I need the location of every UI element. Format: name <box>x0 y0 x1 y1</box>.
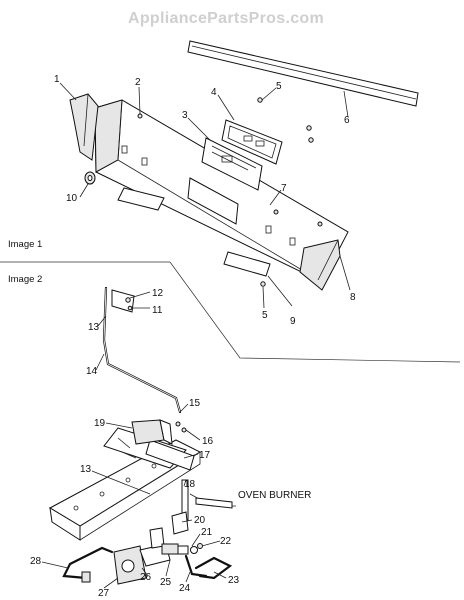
callout-labels: 1 2 3 4 5 6 7 8 9 5 10 11 12 13 14 15 16… <box>30 74 356 599</box>
part-right-end-cap <box>299 239 341 291</box>
callout-22: 22 <box>220 536 232 547</box>
callout-14: 14 <box>86 366 98 377</box>
callout-24: 24 <box>179 583 191 594</box>
part-control-panel <box>94 99 349 283</box>
callout-9: 9 <box>290 316 296 327</box>
part-u-tube <box>194 556 233 580</box>
callout-27: 27 <box>98 588 110 599</box>
part-gas-valve <box>113 527 171 585</box>
callout-26: 26 <box>140 572 152 583</box>
section-label-image-2: Image 2 <box>8 274 42 285</box>
callout-6: 6 <box>344 115 350 126</box>
callout-25: 25 <box>160 577 172 588</box>
callout-16: 16 <box>202 436 214 447</box>
callout-17: 17 <box>199 450 211 461</box>
part-left-end-cap <box>69 93 99 161</box>
part-burner-fitting <box>171 479 236 535</box>
leader-lines-image-1 <box>59 82 461 363</box>
callout-18: 18 <box>184 479 196 490</box>
leader-lines-image-2 <box>41 291 227 589</box>
part-gas-tube <box>102 286 182 414</box>
callout-19: 19 <box>94 418 106 429</box>
watermark-text: AppliancePartsPros.com <box>128 10 324 27</box>
callout-4: 4 <box>211 87 217 98</box>
callout-1: 1 <box>54 74 60 85</box>
section-label-image-1: Image 1 <box>8 239 42 250</box>
callout-13b: 13 <box>80 464 92 475</box>
part-control-board <box>201 137 263 191</box>
callout-11: 11 <box>152 305 163 316</box>
callout-8: 8 <box>350 292 356 303</box>
callout-5a: 5 <box>276 81 282 92</box>
part-lower-tube <box>62 546 114 583</box>
callout-7: 7 <box>281 183 287 194</box>
part-safety-valve <box>131 419 187 445</box>
callout-20: 20 <box>194 515 206 526</box>
callout-10: 10 <box>66 193 78 204</box>
callout-12: 12 <box>152 288 164 299</box>
callout-21: 21 <box>201 527 213 538</box>
part-grommet <box>84 171 96 185</box>
part-brackets <box>117 187 271 277</box>
callout-15: 15 <box>189 398 201 409</box>
callout-23: 23 <box>228 575 240 586</box>
callout-3: 3 <box>182 110 188 121</box>
callout-13a: 13 <box>88 322 100 333</box>
part-screws <box>257 97 314 287</box>
callout-2: 2 <box>135 77 141 88</box>
part-valve-plate <box>103 427 195 471</box>
part-tube-bracket <box>111 289 135 313</box>
part-trim-strip <box>187 40 419 107</box>
part-clock-module <box>221 119 283 165</box>
callout-5b: 5 <box>262 310 268 321</box>
callout-28: 28 <box>30 556 42 567</box>
oven-burner-annotation: OVEN BURNER <box>238 490 311 501</box>
